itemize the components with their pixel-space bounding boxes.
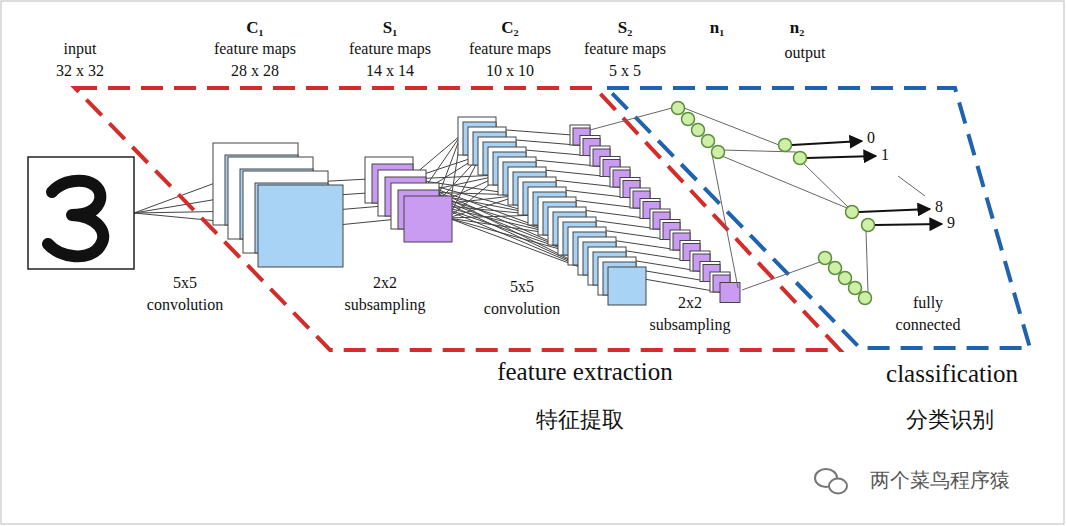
neuron xyxy=(819,252,832,265)
connection-line xyxy=(866,231,868,292)
label: 10 x 10 xyxy=(486,60,534,82)
input-image xyxy=(28,157,134,269)
label: output xyxy=(785,42,826,64)
label: 32 x 32 xyxy=(56,60,104,82)
ellipsis-line xyxy=(898,176,925,196)
digit-image xyxy=(48,181,103,257)
neuron xyxy=(794,152,807,165)
classification-region xyxy=(607,88,1030,348)
neuron xyxy=(859,292,872,305)
neuron xyxy=(702,135,715,148)
neuron xyxy=(829,262,842,275)
connection-line xyxy=(804,164,848,207)
connection-line xyxy=(134,183,215,213)
label: n₂ xyxy=(790,16,805,40)
label: 1 xyxy=(881,144,889,166)
connection-line xyxy=(742,262,820,290)
neuron xyxy=(839,272,852,285)
label: feature maps xyxy=(584,38,666,60)
label: n₁ xyxy=(710,16,725,40)
output-arrow xyxy=(859,209,930,212)
label: feature maps xyxy=(214,38,296,60)
neuron xyxy=(712,146,725,159)
label: 5 x 5 xyxy=(609,60,641,82)
output-arrow xyxy=(807,156,876,158)
label: 分类识别 xyxy=(906,404,994,435)
label: 两个菜鸟程序猿 xyxy=(870,466,1010,494)
label: 2x2 subsampling xyxy=(335,272,435,316)
neuron xyxy=(862,219,875,232)
label: S₁ xyxy=(383,16,398,40)
label: 28 x 28 xyxy=(231,60,279,82)
watermark-icon xyxy=(815,469,847,494)
feature-region xyxy=(75,88,840,350)
feature-map xyxy=(720,283,740,303)
neuron xyxy=(779,139,792,152)
output-arrow xyxy=(875,224,942,225)
label: classification xyxy=(886,356,1018,391)
neuron xyxy=(692,124,705,137)
label: 14 x 14 xyxy=(366,60,414,82)
label: fully connected xyxy=(887,292,969,336)
connection-line xyxy=(590,108,672,130)
s2-maps xyxy=(570,125,740,303)
label: feature extraction xyxy=(497,354,673,389)
feature-map xyxy=(258,185,343,267)
label: 9 xyxy=(947,212,955,234)
label: feature maps xyxy=(469,38,551,60)
label: 0 xyxy=(867,127,875,149)
output-arrow xyxy=(792,141,862,145)
label: 2x2 subsampling xyxy=(640,292,740,336)
label: 特征提取 xyxy=(536,404,624,435)
connection-line xyxy=(722,156,847,208)
neuron xyxy=(846,206,859,219)
neuron xyxy=(849,282,862,295)
label: S₂ xyxy=(618,16,633,40)
neuron xyxy=(672,102,685,115)
feature-map xyxy=(404,196,452,242)
connection-line xyxy=(684,108,779,145)
label: C₁ xyxy=(246,16,263,40)
label: 5x5 convolution xyxy=(135,272,235,316)
neuron xyxy=(682,113,695,126)
label: feature maps xyxy=(349,38,431,60)
c1-maps xyxy=(213,143,343,267)
s1-maps xyxy=(365,157,452,242)
label: 5x5 convolution xyxy=(472,276,572,320)
feature-map xyxy=(608,267,646,305)
label: 8 xyxy=(935,196,943,218)
c2-maps xyxy=(458,117,646,305)
label: input xyxy=(64,38,97,60)
label: C₂ xyxy=(501,16,518,40)
connection-line xyxy=(712,154,738,288)
